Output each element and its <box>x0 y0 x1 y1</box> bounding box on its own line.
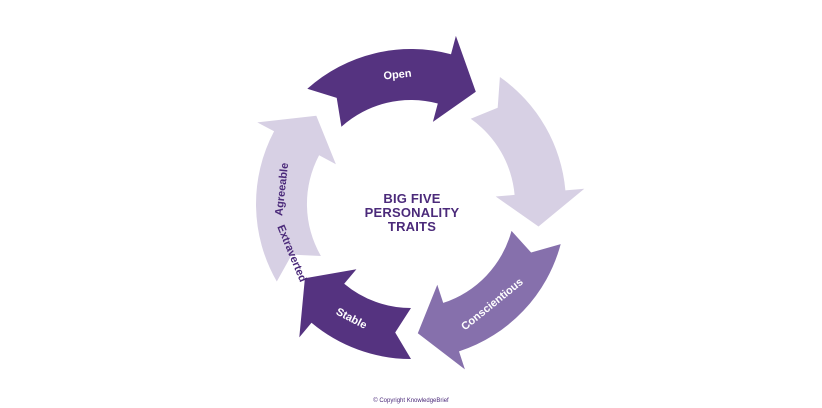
segment-label-open: Open <box>383 68 412 83</box>
arrow-segment-agreeable <box>256 115 336 282</box>
arrow-segment-extraverted <box>470 77 585 227</box>
arrow-segment-conscientious <box>417 230 561 370</box>
center-title-line-1: BIG FIVE <box>383 191 441 206</box>
center-title: BIG FIVE PERSONALITY TRAITS <box>346 192 478 234</box>
center-title-line-3: TRAITS <box>387 219 437 234</box>
segment-label-agreeable: Agreeable <box>273 162 291 216</box>
arrow-segment-open <box>307 35 476 127</box>
arrow-segment-stable <box>299 269 411 359</box>
copyright-notice: © Copyright KnowledgeBrief <box>373 398 449 404</box>
center-title-line-2: PERSONALITY <box>364 205 460 220</box>
